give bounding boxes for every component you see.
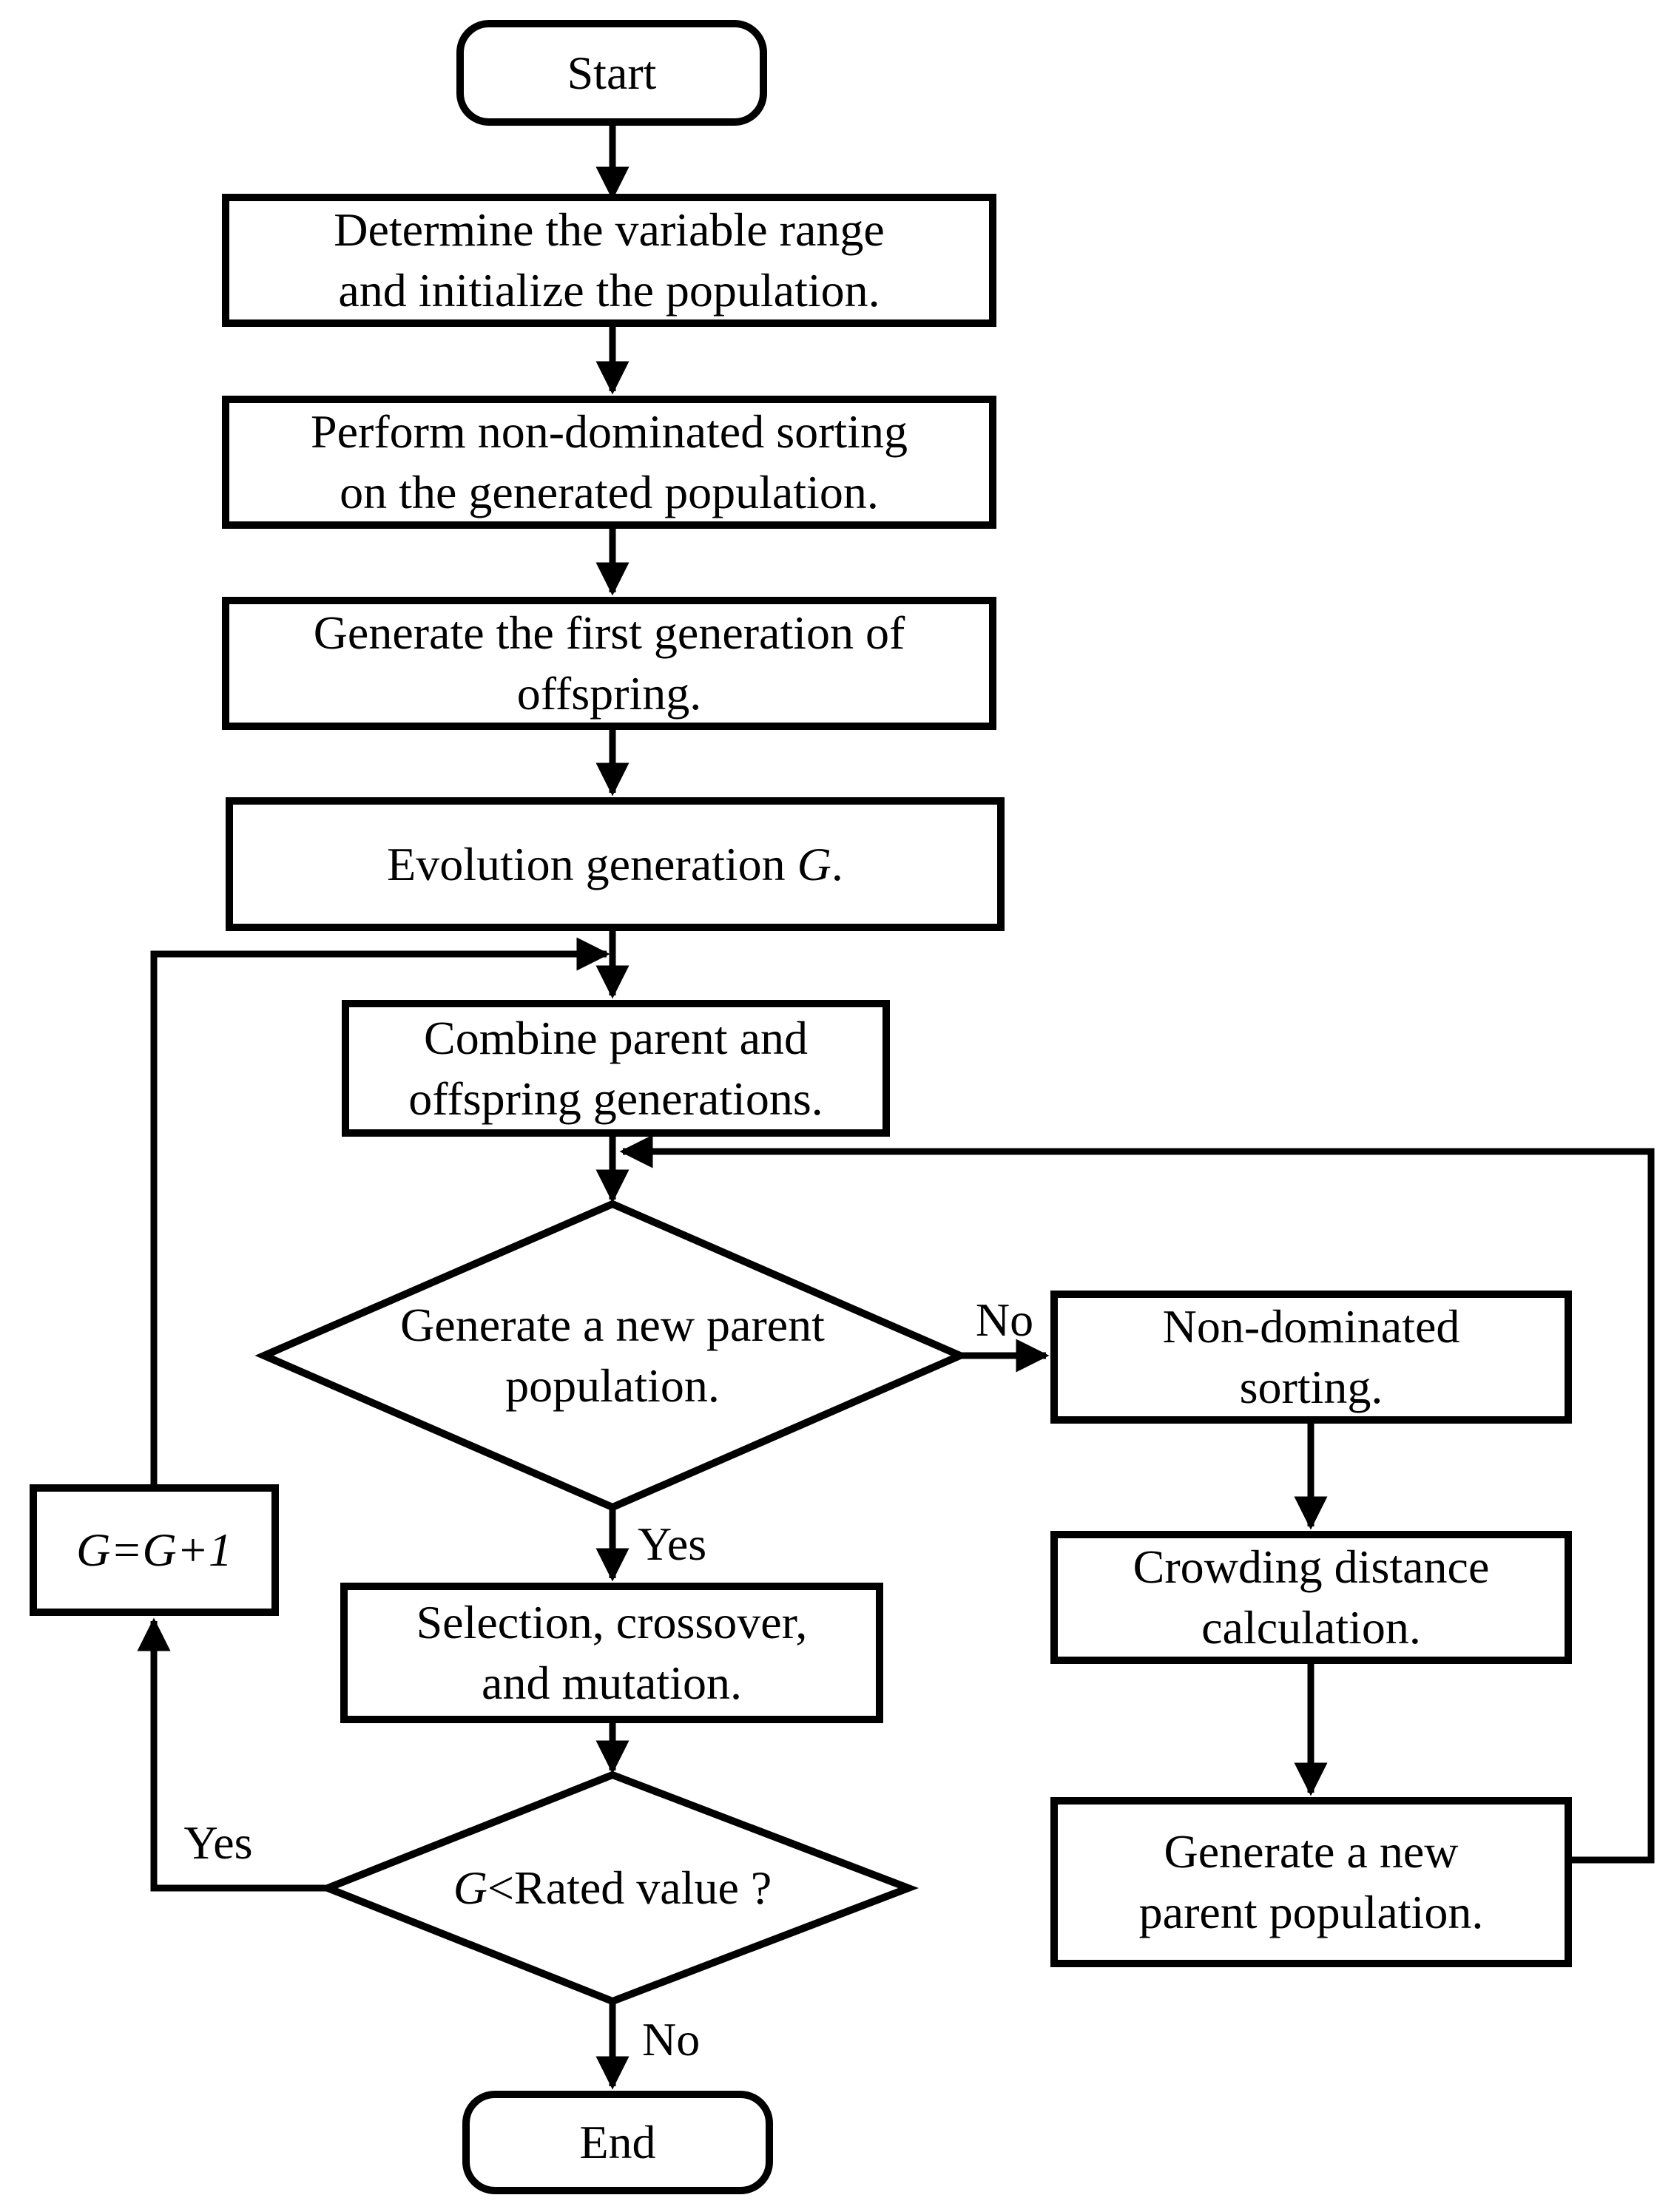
evolution-generation-label: Evolution generation G.: [387, 834, 843, 895]
selection-crossover-mutation-line1: Selection, crossover,: [416, 1596, 808, 1648]
crowding-distance-node: Crowding distance calculation.: [1050, 1531, 1572, 1664]
selection-crossover-mutation-line2: and mutation.: [482, 1657, 742, 1709]
parent-decision-label: Generate a new parent population.: [320, 1259, 905, 1452]
edge-rated-decision-yes-to-increment: [137, 1617, 328, 1892]
combine-generations-line2: offspring generations.: [408, 1072, 823, 1125]
first-offspring-line2: offspring.: [516, 667, 702, 720]
rated-decision-yes-label: Yes: [183, 1816, 253, 1869]
init-population-line1: Determine the variable range: [334, 203, 885, 256]
parent-decision-line2: population.: [505, 1359, 720, 1412]
rated-decision-text: G<Rated value ?: [453, 1858, 772, 1918]
start-node: Start: [456, 20, 767, 126]
crowding-distance-line1: Crowding distance: [1133, 1540, 1490, 1593]
init-population-line2: and initialize the population.: [338, 264, 880, 317]
nondominated-sorting-population-line1: Perform non-dominated sorting: [311, 405, 908, 458]
new-parent-population-node: Generate a new parent population.: [1050, 1797, 1572, 1967]
increment-generation-label: G=G+1: [76, 1523, 232, 1576]
nondominated-sorting-line2: sorting.: [1239, 1361, 1383, 1413]
edge-newparent-feedback-to-combine-junction: [619, 1134, 1655, 1864]
end-label: End: [579, 2116, 656, 2168]
nondominated-sorting-population-line2: on the generated population.: [340, 466, 879, 518]
parent-decision-diamond: [254, 1200, 970, 1512]
increment-generation-node: G=G+1: [30, 1484, 279, 1616]
rated-decision-variable: G: [453, 1861, 487, 1914]
first-offspring-node: Generate the first generation of offspri…: [222, 597, 996, 730]
parent-decision-yes-label: Yes: [638, 1518, 707, 1570]
new-parent-population-line1: Generate a new: [1164, 1825, 1459, 1878]
rated-decision-diamond: [317, 1770, 919, 2006]
new-parent-population-line2: parent population.: [1138, 1886, 1484, 1938]
combine-generations-line1: Combine parent and: [424, 1011, 808, 1064]
parent-decision-line1: Generate a new parent: [400, 1299, 825, 1351]
rated-decision-condition: <Rated value ?: [487, 1861, 772, 1914]
nondominated-sorting-node: Non-dominated sorting.: [1050, 1291, 1572, 1424]
nondominated-sorting-population-node: Perform non-dominated sorting on the gen…: [222, 396, 996, 529]
end-node: End: [462, 2091, 773, 2194]
rated-decision-label: G<Rated value ?: [354, 1853, 871, 1924]
init-population-node: Determine the variable range and initial…: [222, 194, 996, 327]
evolution-generation-variable: G: [797, 837, 831, 890]
combine-generations-node: Combine parent and offspring generations…: [342, 1000, 890, 1137]
nondominated-sorting-line1: Non-dominated: [1162, 1300, 1460, 1353]
parent-decision-no-label: No: [975, 1293, 1034, 1346]
selection-crossover-mutation-node: Selection, crossover, and mutation.: [340, 1583, 883, 1723]
evolution-generation-text: Evolution generation: [387, 837, 797, 890]
first-offspring-line1: Generate the first generation of: [313, 606, 905, 659]
evolution-generation-period: .: [831, 837, 843, 890]
crowding-distance-line2: calculation.: [1201, 1601, 1421, 1654]
edge-increment-loop-to-evolution-junction: [150, 937, 610, 1484]
evolution-generation-node: Evolution generation G.: [226, 797, 1005, 931]
rated-decision-no-label: No: [642, 2012, 701, 2066]
start-label: Start: [567, 46, 657, 99]
